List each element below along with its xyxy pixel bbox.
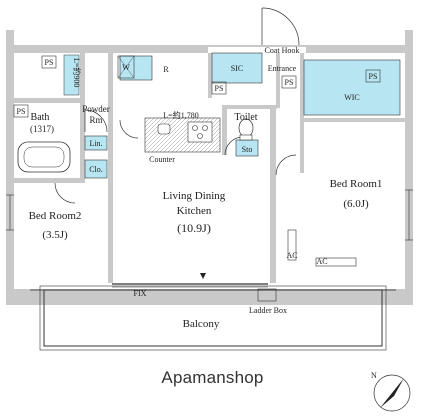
kitchen-length-label: L=約1,780 (163, 110, 198, 120)
side-length-label: L=約900 (72, 58, 82, 87)
powder-line1: Powder (82, 104, 110, 114)
ladder-box-label: Ladder Box (249, 306, 287, 315)
sic-label: SIC (231, 64, 243, 73)
north-label: N (371, 371, 377, 380)
bedroom1-size: (6.0J) (343, 198, 369, 210)
ldk-size: (10.9J) (177, 221, 211, 235)
bedroom2-name: Bed Room2 (29, 210, 82, 222)
ps-label-2: PS (17, 107, 26, 116)
bath-name: Bath (31, 112, 50, 123)
windows (6, 189, 413, 241)
kitchen-counter (144, 117, 221, 153)
ac-unit-left (287, 229, 297, 261)
watermark: Apamanshop (161, 368, 264, 387)
r-label: R (163, 65, 169, 74)
ps-label-3: PS (215, 84, 224, 93)
bathtub-icon (17, 141, 71, 173)
washer-icon (117, 55, 135, 79)
ac-label-1: AC (286, 251, 297, 260)
fix-label: FIX (134, 289, 147, 298)
closets (63, 52, 401, 179)
wic-label: WIC (344, 93, 360, 102)
coat-hook-label: Coat Hook (265, 46, 300, 55)
bath-size: (1317) (30, 124, 54, 134)
bedroom1-name: Bed Room1 (330, 178, 383, 190)
counter-label: Counter (149, 155, 175, 164)
ps-label-4: PS (285, 78, 294, 87)
balcony-name: Balcony (183, 318, 220, 330)
ladder-box-icon (257, 288, 277, 302)
entrance-label: Entrance (268, 64, 297, 73)
ldk-line1: Living Dining (163, 190, 226, 202)
w-label: W (122, 63, 130, 72)
sink-icon (157, 123, 171, 135)
bedroom2-size: (3.5J) (42, 229, 68, 241)
ps-boxes (13, 55, 381, 118)
ac-unit-right (315, 257, 357, 267)
ps-label-5: PS (369, 72, 378, 81)
powder-line2: Rm (89, 115, 102, 125)
ldk-line2: Kitchen (177, 205, 212, 217)
doors (54, 7, 300, 204)
sto-label: Sto (242, 145, 253, 154)
clo-label: Clo. (89, 165, 103, 174)
toilet-name: Toilet (234, 112, 257, 123)
ps-label-1: PS (45, 58, 54, 67)
entrance-marker-icon (200, 273, 206, 279)
toilet-icon (238, 118, 254, 141)
north-arrow-icon: N (371, 371, 411, 412)
interior-walls (14, 53, 405, 283)
lin-label: Lin. (89, 139, 102, 148)
ac-label-2: AC (316, 257, 327, 266)
balcony (30, 285, 396, 351)
stove-icon (187, 121, 213, 143)
